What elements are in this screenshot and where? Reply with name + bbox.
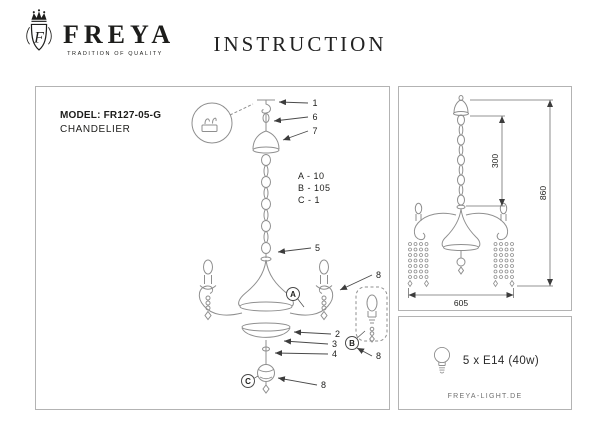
left-arm xyxy=(198,259,243,321)
content: MODEL: FR127-05-G CHANDELIER xyxy=(35,86,572,410)
dim-width: 605 xyxy=(454,298,468,308)
callout-6: 6 xyxy=(313,112,318,122)
marker-c: C xyxy=(245,377,251,386)
shield-icon xyxy=(26,23,52,51)
brand-tagline: TRADITION OF QUALITY xyxy=(63,51,167,57)
callout-2: 2 xyxy=(335,329,340,339)
callout-5: 5 xyxy=(315,243,320,253)
callout-labels: 1 6 7 5 2 3 4 8 8 8 xyxy=(313,98,382,390)
parts-count-b: B - 105 xyxy=(298,183,331,193)
brand-site: FREYA-LIGHT.DE xyxy=(447,393,523,400)
bulb-icon xyxy=(433,347,450,374)
crown-icon xyxy=(31,9,47,22)
model-label: MODEL: FR127-05-G xyxy=(60,110,162,121)
dimension-lines xyxy=(408,99,553,298)
crystal-curtains xyxy=(407,242,515,288)
dimension-diagram: 300 860 605 xyxy=(407,95,553,308)
callout-8-finial: 8 xyxy=(321,380,326,390)
parts-list: A - 10 B - 105 C - 1 xyxy=(298,171,331,205)
front-chain xyxy=(457,114,465,206)
type-label: CHANDELIER xyxy=(60,123,131,135)
callout-7: 7 xyxy=(313,126,318,136)
parts-count-c: C - 1 xyxy=(298,195,320,205)
dim-total-height: 860 xyxy=(538,186,548,200)
callout-4: 4 xyxy=(332,349,337,359)
front-canopy xyxy=(453,95,469,116)
callout-1: 1 xyxy=(313,98,318,108)
finial xyxy=(257,364,275,394)
marker-b: B xyxy=(349,339,355,348)
brand-tagline-text: TRADITION OF QUALITY xyxy=(67,51,163,57)
socket-detail-box xyxy=(355,286,388,343)
right-column: 300 860 605 xyxy=(398,86,572,410)
freya-logo: F FREYA TRADITION OF QUALITY xyxy=(22,8,176,57)
callout-leaders xyxy=(252,99,373,386)
bulb-spec-label: 5 x E14 (40w) xyxy=(462,354,540,367)
marker-a: A xyxy=(290,290,296,299)
callout-3: 3 xyxy=(332,339,337,349)
bulb-spec-row: 5 x E14 (40w) xyxy=(399,345,571,376)
bowl xyxy=(241,322,291,364)
callout-8-arm: 8 xyxy=(376,270,381,280)
parts-count-a: A - 10 xyxy=(298,171,325,181)
right-arm xyxy=(289,259,334,321)
front-body xyxy=(413,202,509,275)
dim-chain-length: 300 xyxy=(490,154,500,168)
spec-panel: 5 x E14 (40w) FREYA-LIGHT.DE xyxy=(398,316,572,410)
mounting-detail-circle xyxy=(191,102,254,144)
page-title: INSTRUCTION xyxy=(213,32,387,56)
dimensions-panel: 300 860 605 xyxy=(398,86,572,311)
callout-8-socket: 8 xyxy=(376,351,381,361)
canopy xyxy=(252,113,280,154)
model-block: MODEL: FR127-05-G CHANDELIER xyxy=(60,109,161,136)
chain xyxy=(261,154,271,254)
freya-crest-icon: F xyxy=(26,9,52,51)
stem-trumpet xyxy=(238,253,294,312)
assembly-panel: MODEL: FR127-05-G CHANDELIER xyxy=(35,86,390,410)
logo-letter: F xyxy=(33,29,44,46)
brand-name: FREYA xyxy=(63,20,176,49)
part-markers: A B C xyxy=(241,287,359,388)
assembly-diagram: A B C 1 6 7 5 2 3 4 8 8 8 A - 10 xyxy=(191,98,388,394)
